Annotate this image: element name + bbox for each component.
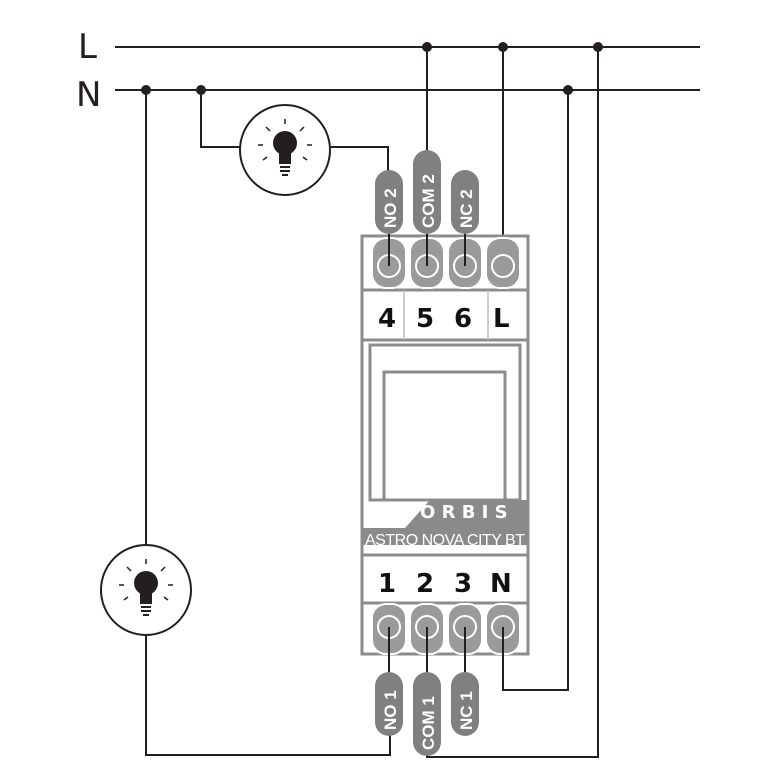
pill-no2 (375, 170, 403, 234)
terminal-1: 1 (378, 569, 396, 599)
light-bulb-icon (258, 119, 312, 176)
label-nc1: NC 1 (457, 691, 476, 730)
model-name: ASTRO NOVA CITY BT (365, 532, 525, 549)
terminal-l: L (493, 304, 510, 334)
pill-com1 (413, 672, 441, 756)
label-com2: COM 2 (419, 174, 438, 228)
terminal-2: 2 (416, 569, 434, 599)
lamp-top (239, 104, 331, 196)
label-no1: NO 1 (381, 690, 400, 730)
label-no2: NO 2 (381, 188, 400, 228)
terminal-4: 4 (378, 304, 396, 334)
display-screen (382, 370, 507, 502)
pill-no1 (375, 672, 403, 736)
live-label: L (78, 27, 97, 67)
junction-dots (141, 42, 603, 95)
pill-nc1 (451, 672, 479, 736)
label-nc2: NC 2 (457, 189, 476, 228)
brand-logo: O R B I S (420, 502, 508, 523)
light-bulb-icon (119, 559, 173, 616)
terminal-3: 3 (454, 569, 472, 599)
pill-nc2 (451, 170, 479, 234)
terminal-5: 5 (416, 304, 434, 334)
wire-n-lamp2 (200, 90, 240, 148)
wire-lamp1-no1 (145, 635, 391, 756)
wire-lamp2-no2 (330, 146, 389, 180)
terminal-6: 6 (454, 304, 472, 334)
lamp-left (100, 544, 192, 636)
pill-com2 (413, 150, 441, 234)
terminal-n: N (490, 569, 512, 599)
timer-device: O R B I S ASTRO NOVA CITY BT (360, 234, 530, 656)
label-com1: COM 1 (419, 696, 438, 750)
neutral-label: N (76, 75, 101, 115)
brand-band (362, 500, 528, 545)
top-screws (371, 237, 521, 289)
